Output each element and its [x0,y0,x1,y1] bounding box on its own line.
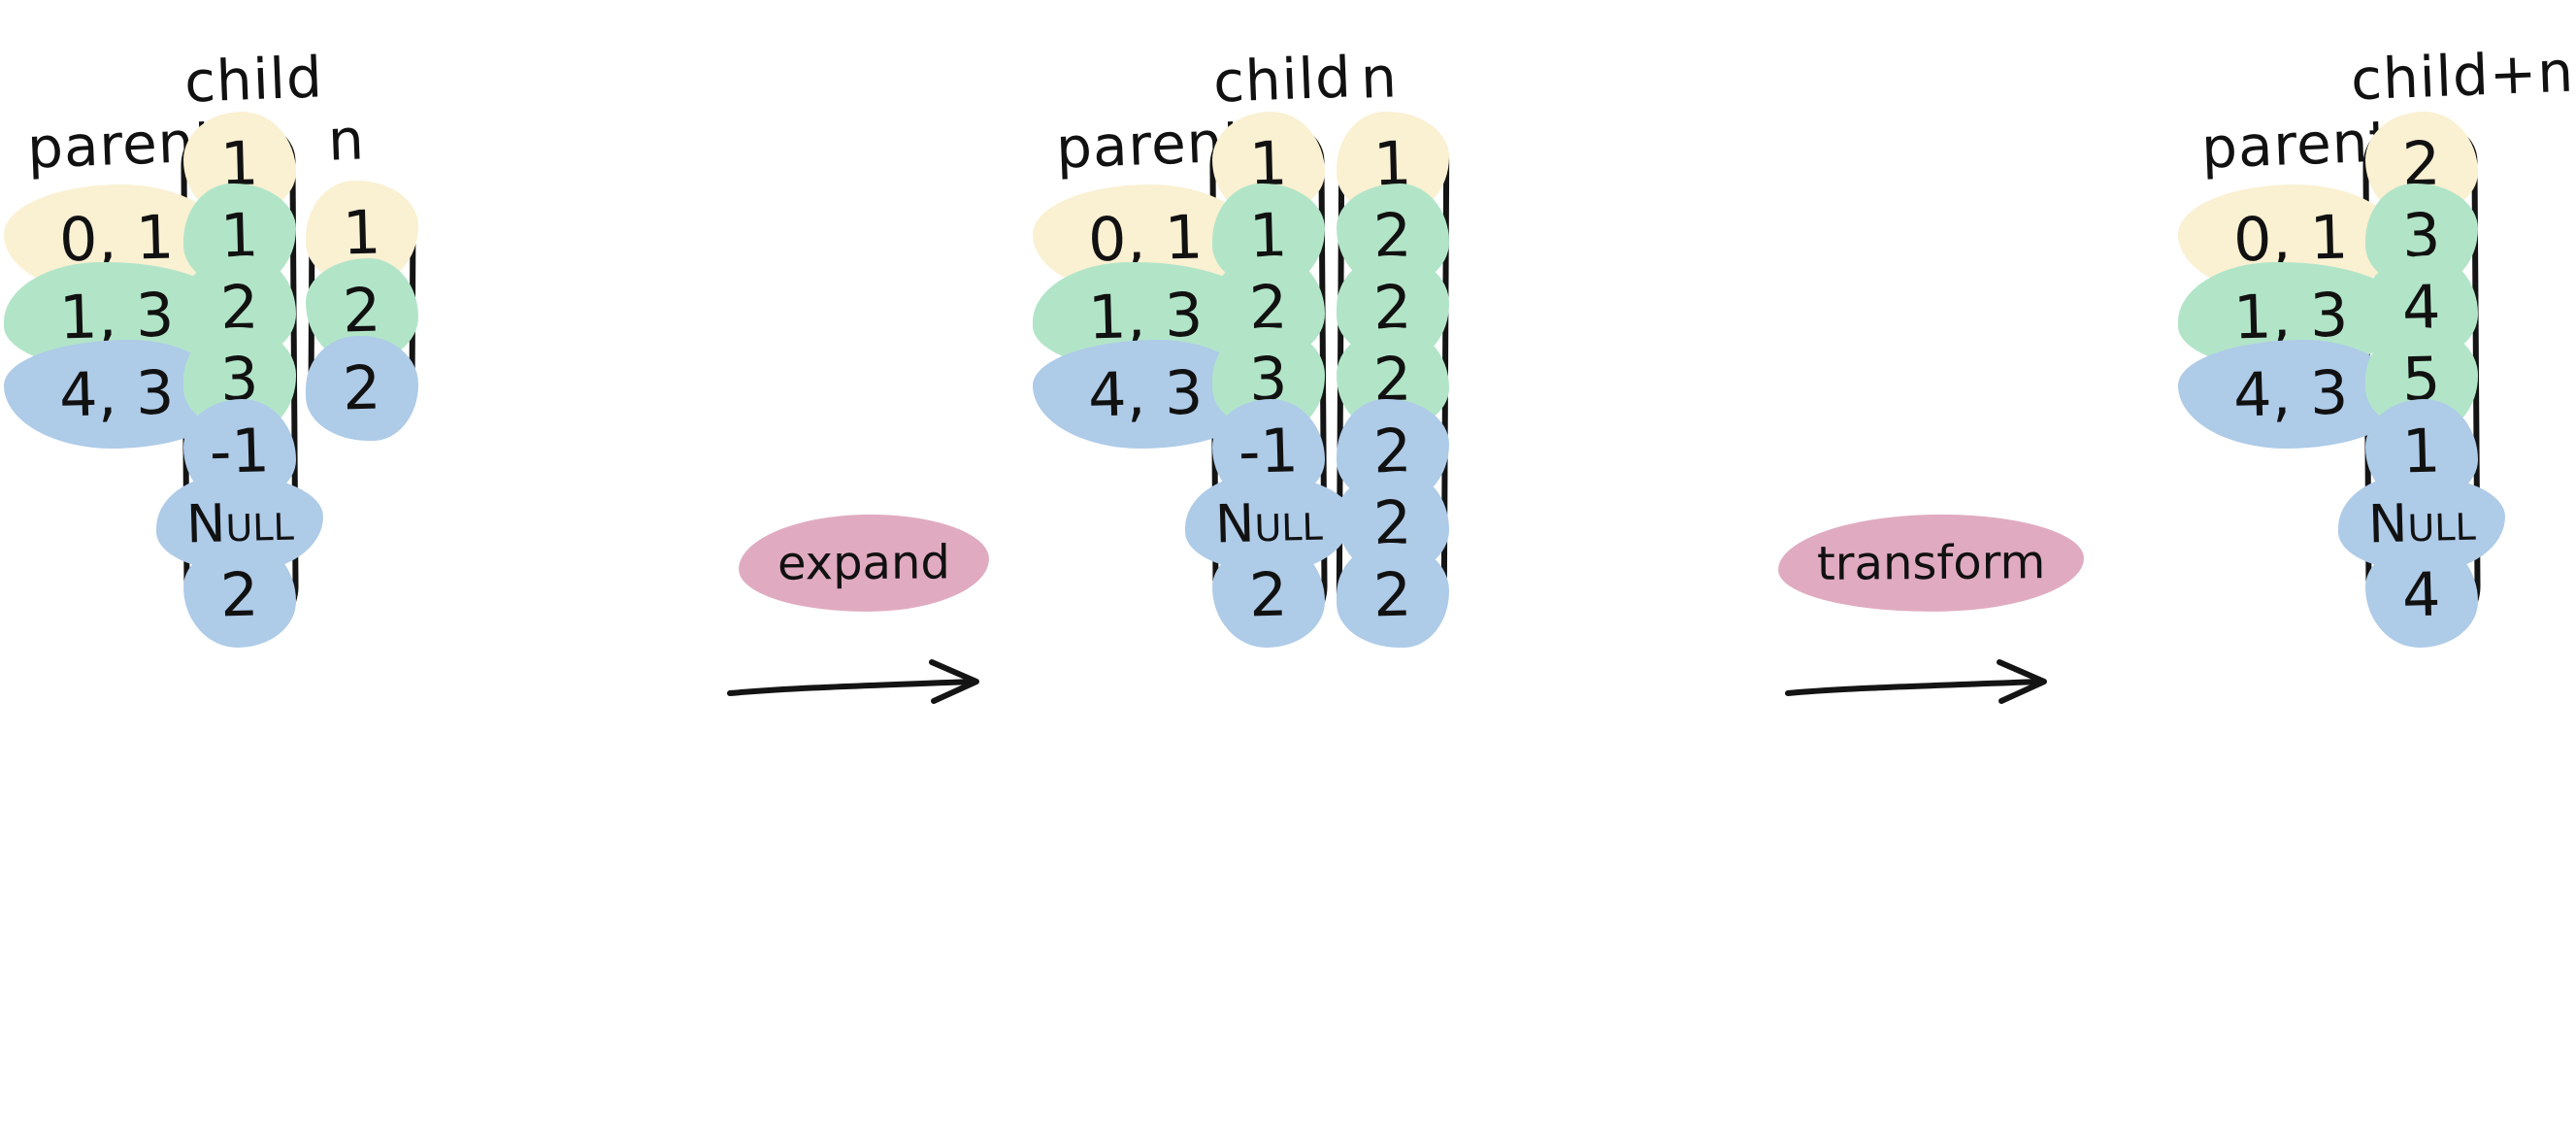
column-cells-child: 1 1 2 3 -1 [1185,112,1352,648]
arrow-shaft [1785,679,2043,696]
cell: 2 [1211,543,1325,648]
operation-chip-transform[interactable]: transform [1777,511,2086,616]
cell: 2 [305,336,418,441]
group-before: parent 0, 1 1, 3 4, 3 child [0,0,699,1135]
column-title-n: n [1359,44,1400,112]
cell: 2 [182,543,296,648]
operation-expand[interactable]: expand [718,505,1009,621]
arrow-shaft [727,679,975,696]
cell-highlight [1211,543,1325,648]
column-title-childn: child+n [2349,38,2576,114]
cell: 4, 3 [1033,340,1258,449]
cell: 4 [2364,543,2478,648]
cell: 4, 3 [2178,340,2403,449]
column-title-n: n [326,106,367,174]
column-cells-parent: 0, 1 1, 3 4, 3 [4,184,229,449]
arrow-expand [727,659,990,704]
group-after: parent 0, 1 1, 3 4, 3 child+n [2174,0,2576,1135]
operation-chip-expand[interactable]: expand [738,512,990,615]
cell-highlight [2364,543,2478,648]
operation-label: transform [1817,535,2046,591]
arrow-head [929,659,979,704]
arrow-transform [1785,659,2058,704]
group-middle: parent 0, 1 1, 3 4, 3 child [1029,0,1767,1135]
arrow-head [1997,659,2047,704]
operation-label: expand [776,535,951,591]
cell-highlight [182,543,296,648]
cell-highlight [1336,543,1449,648]
column-cells-child: 1 1 2 3 -1 [156,112,323,648]
column-title-child: child [1211,44,1353,116]
column-cells-parent: 0, 1 1, 3 4, 3 [1033,184,1258,449]
column-cells-parent: 0, 1 1, 3 4, 3 [2178,184,2403,449]
operation-transform[interactable]: transform [1757,505,2106,621]
column-title-child: child [182,44,324,116]
cell: 2 [1336,543,1449,648]
column-cells-childn: 2 3 4 5 1 [2338,112,2505,648]
cell: 4, 3 [4,340,229,449]
column-cells-n: 1 2 2 2 2 [1336,112,1449,648]
cell-highlight [305,336,418,441]
column-cells-n: 1 2 2 [305,181,418,441]
